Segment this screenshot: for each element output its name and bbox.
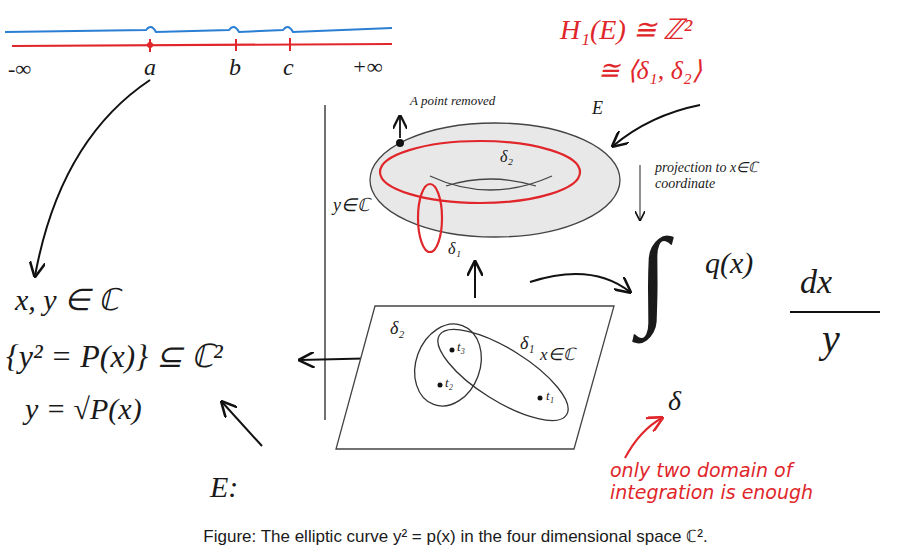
hand-arrow bbox=[530, 274, 630, 292]
torus-outline bbox=[370, 123, 620, 237]
point-label: c bbox=[283, 54, 294, 82]
formula: x, y ∈ ℂ bbox=[15, 283, 119, 318]
projection-label: projection to x∈ℂ coordinate bbox=[655, 160, 780, 192]
red-note: only two domain of integration is enough bbox=[610, 460, 870, 504]
branch-point-label: t₃ bbox=[457, 340, 465, 355]
cycle-label: δ₂ bbox=[500, 148, 513, 166]
removed-point bbox=[396, 139, 404, 147]
integrand: y bbox=[822, 316, 840, 362]
branch-point bbox=[438, 383, 443, 388]
torus-hole bbox=[430, 176, 552, 190]
curve-label: E: bbox=[210, 470, 238, 505]
hand-arrow bbox=[35, 80, 150, 276]
axis-label: -∞ bbox=[8, 56, 31, 81]
point-label: b bbox=[229, 54, 241, 82]
branch-point-label: t₂ bbox=[445, 376, 453, 391]
cycle-label: δ₁ bbox=[448, 240, 461, 258]
homology-note: ≅ ⟨δ₁, δ₂⟩ bbox=[598, 56, 702, 86]
red-real-line bbox=[12, 44, 392, 46]
branch-point-label: t₁ bbox=[546, 389, 554, 404]
figure-caption: Figure: The elliptic curve y² = p(x) in … bbox=[0, 524, 911, 547]
curve-label: E bbox=[592, 98, 603, 119]
point-label: a bbox=[144, 54, 156, 82]
axis-label: y∈ℂ bbox=[333, 195, 370, 216]
integrand: q(x) bbox=[705, 246, 753, 281]
plane-label: x∈ℂ bbox=[540, 345, 575, 365]
branch-point bbox=[450, 348, 455, 353]
projection-arrow bbox=[639, 165, 640, 220]
complex-plane: x∈ℂ bbox=[335, 305, 615, 450]
plane-outline bbox=[336, 306, 614, 449]
cycle-label: δ₂ bbox=[390, 318, 405, 339]
callout-text: A point removed bbox=[410, 94, 495, 109]
cycle-delta2 bbox=[380, 141, 580, 203]
torus-hole bbox=[446, 179, 536, 186]
homology-note: H₁(E) ≅ ℤ² bbox=[560, 14, 692, 46]
plane-outline bbox=[335, 305, 615, 450]
branch-point bbox=[538, 396, 543, 401]
hand-arrow bbox=[613, 105, 700, 146]
integration-domain: δ bbox=[668, 385, 681, 417]
hand-arrow bbox=[474, 262, 476, 298]
blue-cut-line bbox=[5, 27, 392, 32]
integral-sign: ∫ bbox=[638, 222, 668, 332]
cycle-label: δ₁ bbox=[520, 333, 535, 354]
formula: y = √P(x) bbox=[25, 392, 142, 427]
formula: {y² = P(x)} ⊆ ℂ² bbox=[6, 338, 223, 375]
cycle-delta1 bbox=[418, 184, 442, 252]
hand-arrow bbox=[222, 402, 262, 446]
cut-oval bbox=[426, 313, 581, 437]
axis-label: +∞ bbox=[352, 54, 383, 79]
pointer-arrow bbox=[399, 116, 401, 138]
red-arrow bbox=[625, 418, 662, 458]
fraction-bar bbox=[790, 311, 880, 313]
integrand: dx bbox=[800, 262, 832, 301]
point-a bbox=[147, 42, 153, 48]
tick-marks bbox=[150, 38, 290, 52]
axis-line bbox=[324, 105, 325, 420]
